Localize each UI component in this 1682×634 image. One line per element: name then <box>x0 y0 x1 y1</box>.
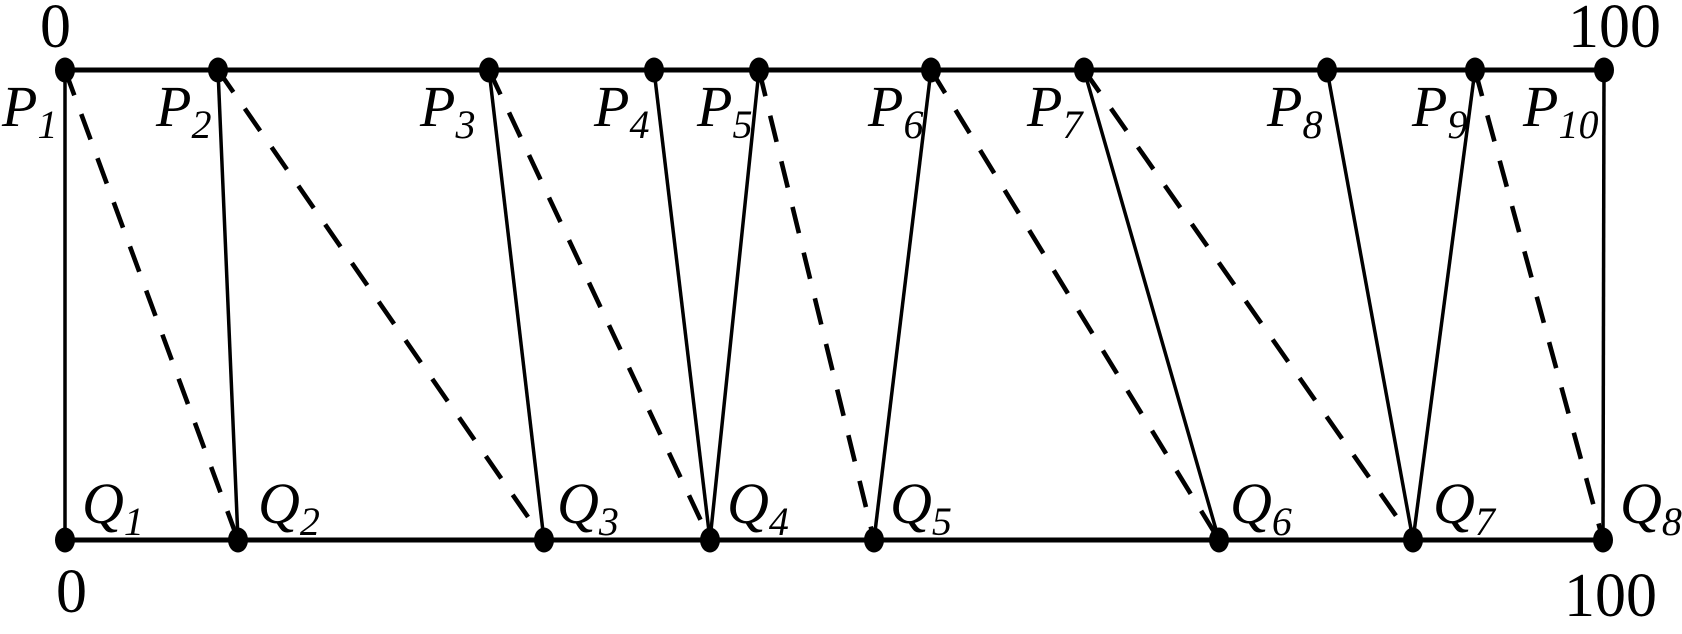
solid-edge-P9-Q7 <box>1411 69 1477 541</box>
solid-edge-P4-Q4 <box>652 69 712 541</box>
point-dot-P7 <box>1074 57 1094 83</box>
solid-edge-P3-Q3 <box>487 69 546 541</box>
label-Q5: Q5 <box>890 471 952 544</box>
point-dot-P2 <box>208 57 228 83</box>
point-dot-Q7 <box>1403 527 1423 553</box>
dashed-edge-P2-Q3 <box>216 68 546 542</box>
point-dot-P8 <box>1317 57 1337 83</box>
solid-edge-P8-Q7 <box>1325 69 1415 541</box>
point-dot-P6 <box>921 57 941 83</box>
dashed-edge-P3-Q4 <box>486 69 713 541</box>
solid-edge-P5-Q4 <box>708 69 761 541</box>
solid-edge-P2-Q2 <box>216 69 240 541</box>
point-dot-P9 <box>1465 57 1485 83</box>
point-dot-P1 <box>55 57 75 83</box>
point-dot-Q2 <box>228 527 248 553</box>
label-Q4: Q4 <box>727 471 789 544</box>
point-dot-Q4 <box>700 527 720 553</box>
label-P2: P2 <box>155 74 211 147</box>
dashed-edge-P5-Q5 <box>756 69 877 541</box>
dashed-edge-P1-Q2 <box>62 69 241 541</box>
label-P9: P9 <box>1411 74 1467 147</box>
point-dot-Q1 <box>55 527 75 553</box>
label-P1: P1 <box>1 74 57 147</box>
label-P10: P10 <box>1522 74 1598 147</box>
label-P4: P4 <box>593 74 649 147</box>
scale-label-top-left: 0 <box>40 0 71 61</box>
label-P7: P7 <box>1026 74 1084 147</box>
label-Q7: Q7 <box>1433 471 1497 544</box>
label-Q6: Q6 <box>1230 471 1292 544</box>
point-dot-Q6 <box>1209 527 1229 553</box>
point-dot-P4 <box>644 57 664 83</box>
dashed-edge-P9-Q8 <box>1472 69 1606 541</box>
point-dot-Q5 <box>864 527 884 553</box>
dashed-edge-P7-Q7 <box>1082 68 1415 542</box>
label-P3: P3 <box>419 74 475 147</box>
scale-label-bottom-left: 0 <box>56 558 87 626</box>
solid-edge-P10-Q8 <box>1601 69 1606 541</box>
scale-label-bottom-right: 100 <box>1564 562 1657 630</box>
point-dot-Q8 <box>1593 527 1613 553</box>
point-dot-P10 <box>1594 57 1614 83</box>
label-Q8: Q8 <box>1620 471 1682 544</box>
label-P6: P6 <box>867 74 923 147</box>
label-P8: P8 <box>1266 74 1322 147</box>
label-Q3: Q3 <box>557 471 619 544</box>
label-Q2: Q2 <box>258 471 320 544</box>
label-P5: P5 <box>696 74 752 147</box>
point-dot-Q3 <box>534 527 554 553</box>
point-dot-P3 <box>479 57 499 83</box>
solid-edge-P7-Q6 <box>1082 69 1221 541</box>
label-Q1: Q1 <box>82 471 144 544</box>
scale-label-top-right: 100 <box>1568 0 1661 61</box>
point-dot-P5 <box>749 57 769 83</box>
solid-edge-P6-Q5 <box>872 69 933 541</box>
